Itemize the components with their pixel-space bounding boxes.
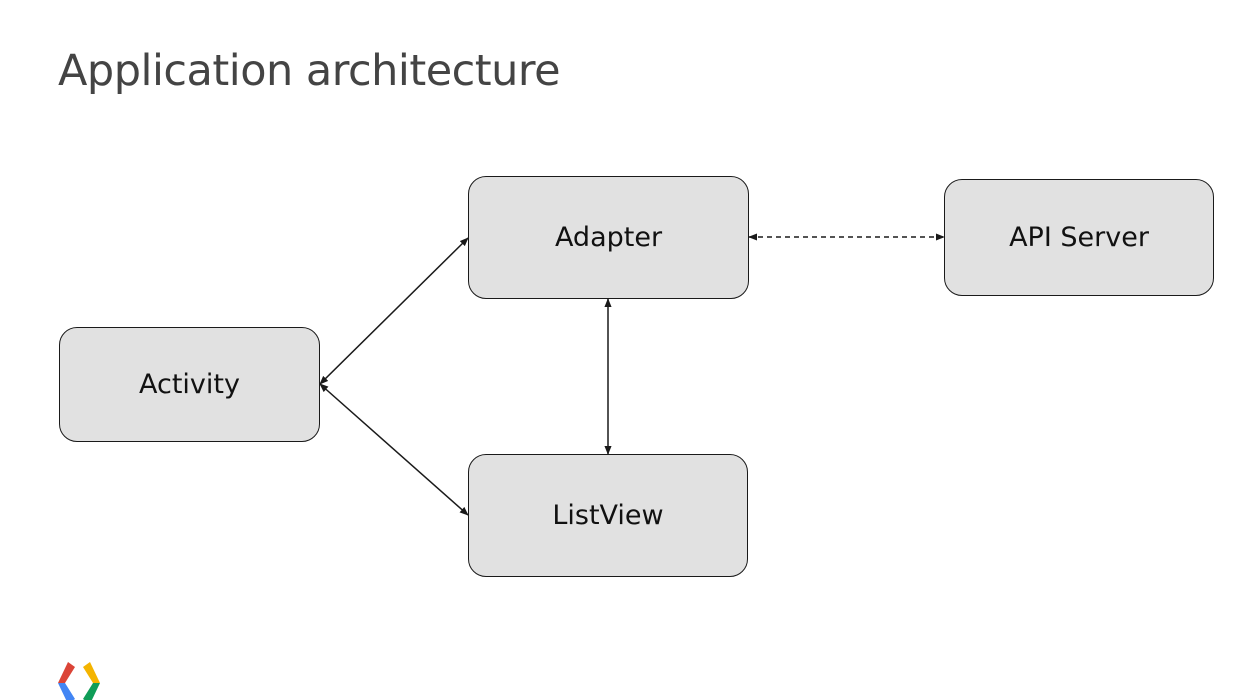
node-activity: Activity [59,327,320,442]
node-adapter: Adapter [468,176,749,299]
edge-activity-adapter [319,237,469,385]
node-adapter-label: Adapter [554,222,663,253]
node-api-server: API Server [944,179,1214,296]
node-api-server-label: API Server [1009,222,1149,253]
google-developers-logo-icon [56,660,102,700]
node-activity-label: Activity [139,369,240,400]
edge-activity-listview [319,383,469,516]
slide-title: Application architecture [58,46,561,96]
node-listview: ListView [468,454,748,577]
node-listview-label: ListView [552,500,664,531]
